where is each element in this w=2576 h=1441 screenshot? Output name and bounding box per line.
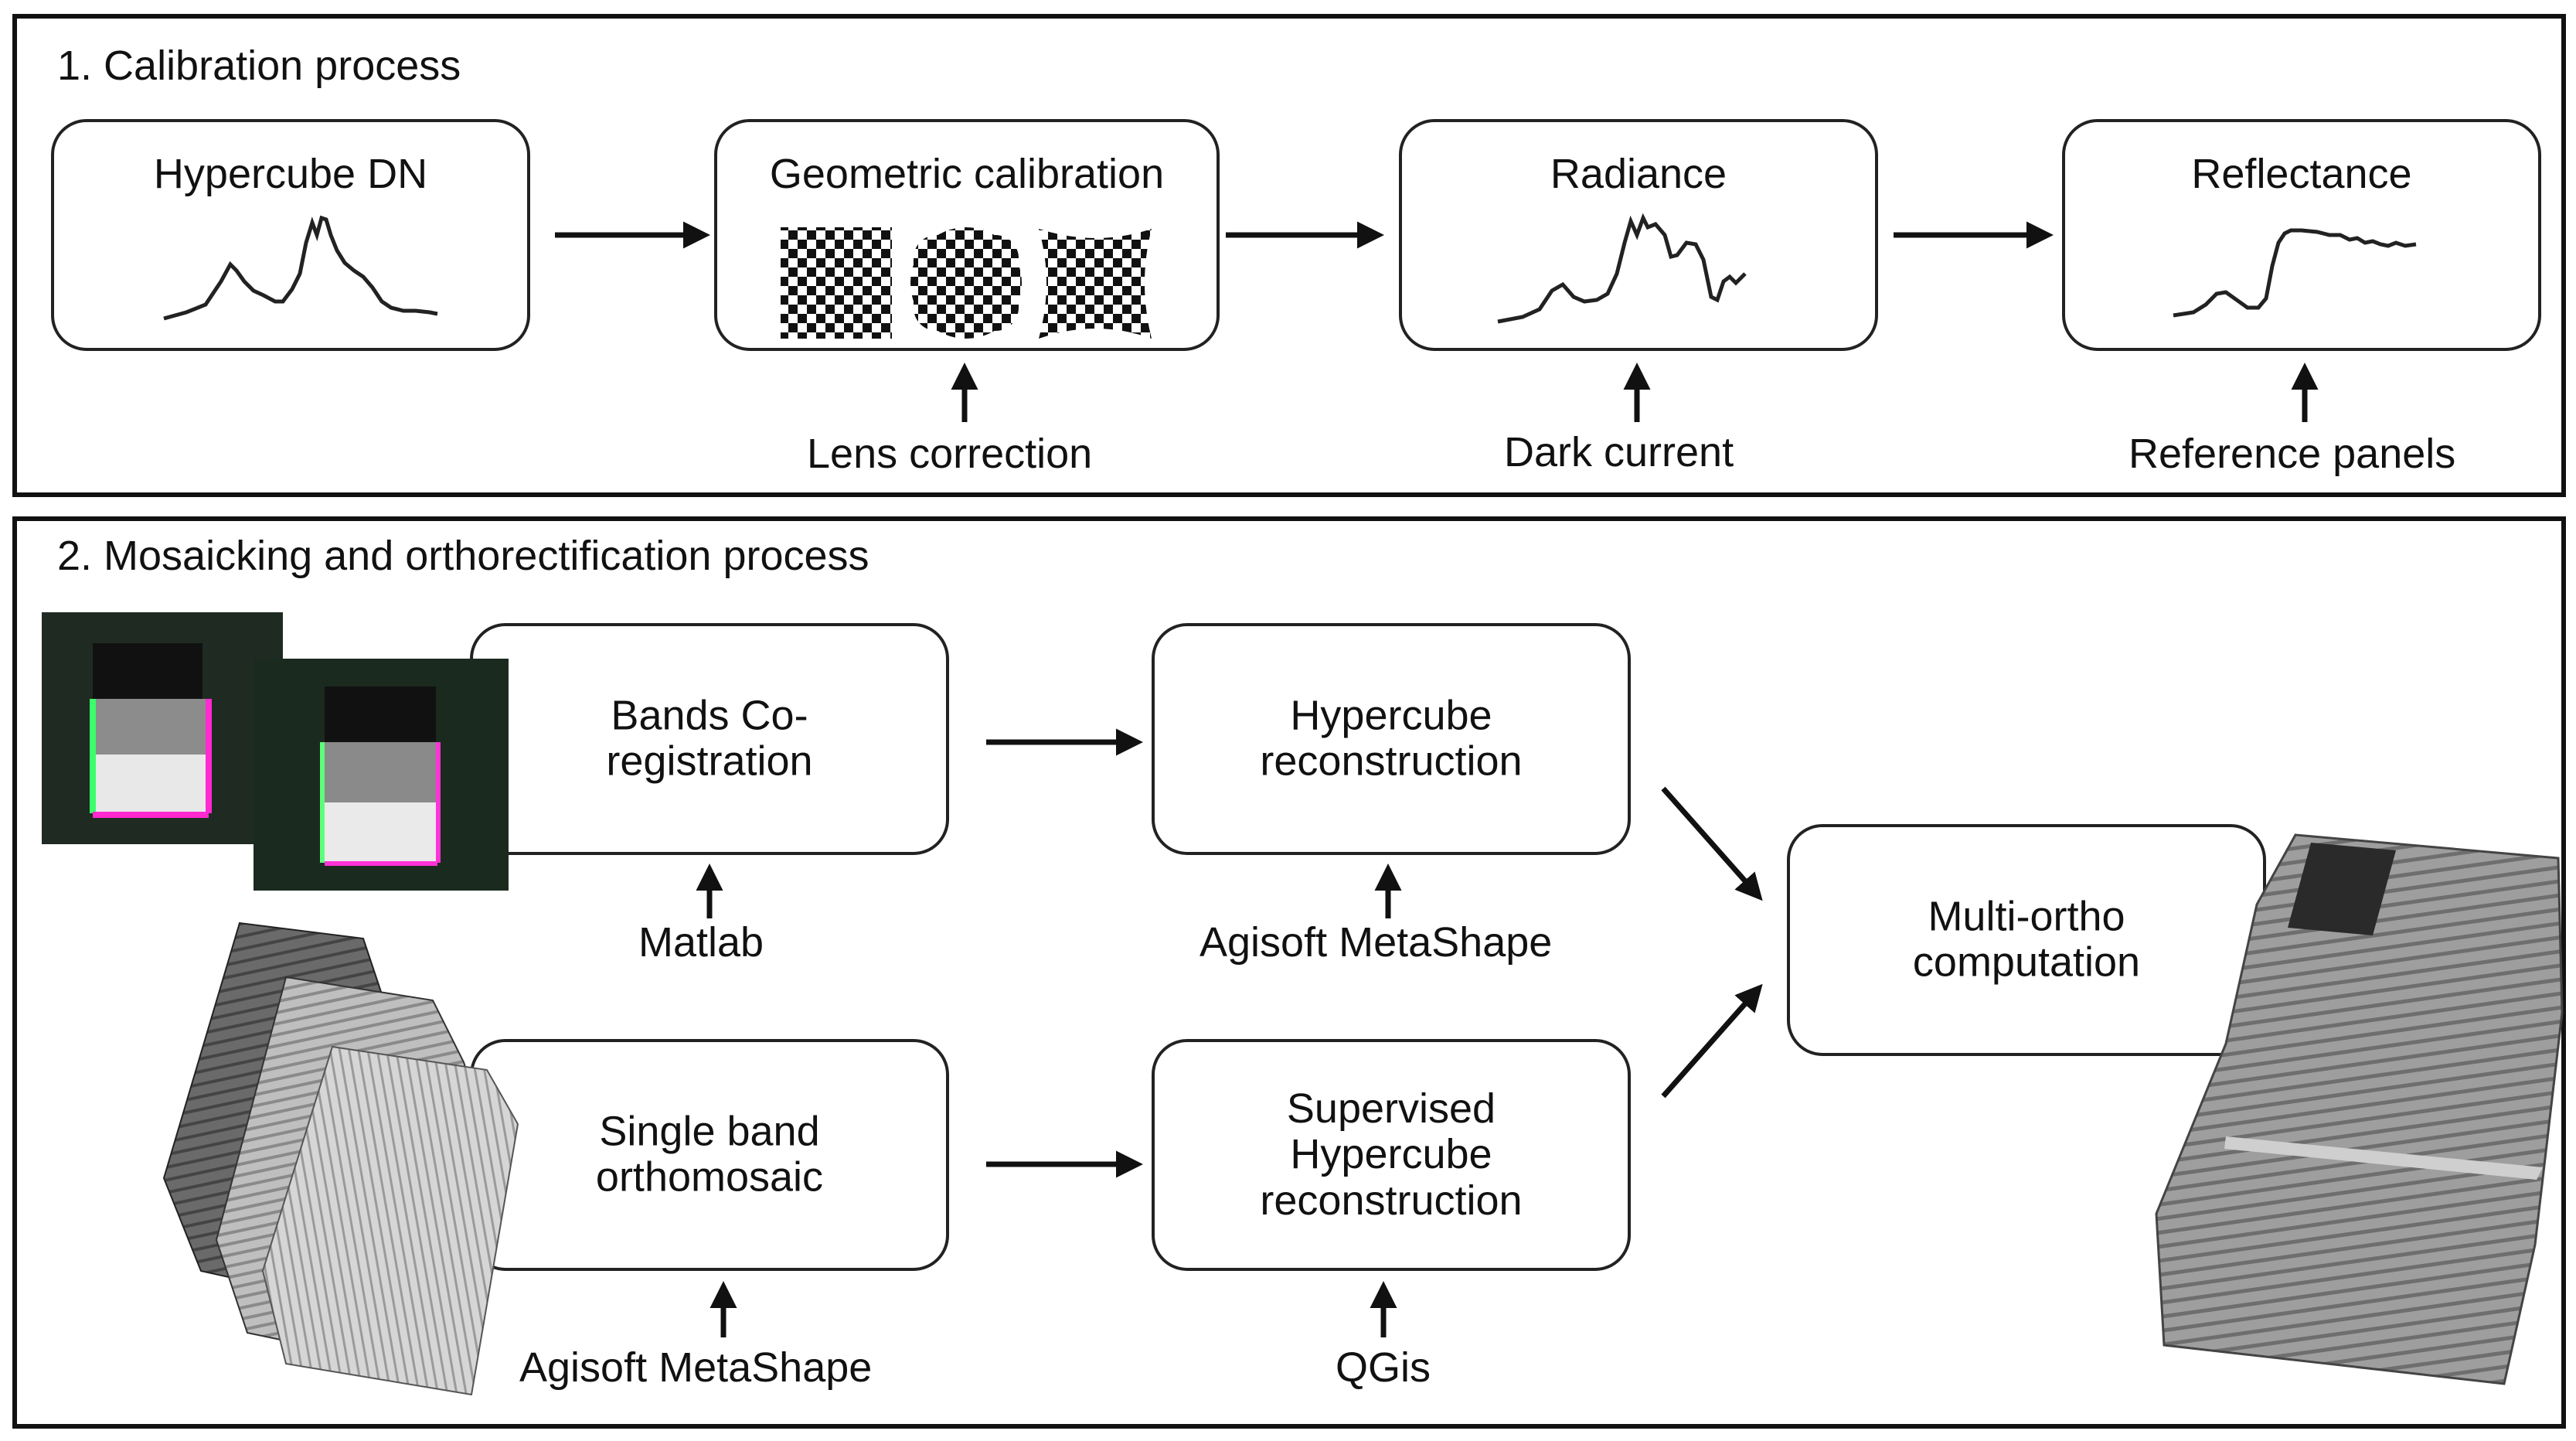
reflectance-box: Reflectance [2062,119,2541,351]
radiance-label: Radiance [1550,151,1727,197]
multi-ortho-box: Multi-ortho computation [1787,824,2266,1056]
radiance-spectrum-plot [1497,213,1747,324]
radiance-box: Radiance [1399,119,1878,351]
lens-correction-label: Lens correction [807,431,1093,477]
multi-ortho-result-image [2155,833,2564,1385]
dark-current-label: Dark current [1504,429,1734,475]
hypercube-reconstruction-label: Hypercube reconstruction [1260,692,1523,785]
metashape-bottom-label: Agisoft MetaShape [519,1344,873,1391]
reflectance-spectrum-plot [2173,228,2417,318]
target-image-back [42,612,283,844]
dn-spectrum-plot [163,215,438,321]
single-band-orthomosaic-label: Single band orthomosaic [595,1108,824,1201]
single-band-orthomosaic-box: Single band orthomosaic [470,1039,949,1271]
reflectance-label: Reflectance [2191,151,2412,197]
target-image-front [254,659,509,891]
checkerboard-patterns [781,227,1152,339]
bands-coregistration-box: Bands Co- registration [470,623,949,855]
metashape-top-label: Agisoft MetaShape [1200,919,1553,966]
geometric-calibration-label: Geometric calibration [769,151,1165,197]
orthomosaic-stack-image [162,921,519,1396]
calibration-title: 1. Calibration process [57,43,461,89]
bands-coregistration-label: Bands Co- registration [606,692,813,785]
hypercube-dn-box: Hypercube DN [51,119,530,351]
multi-ortho-label: Multi-ortho computation [1912,893,2141,986]
hypercube-dn-label: Hypercube DN [153,151,428,197]
supervised-hypercube-box: Supervised Hypercube reconstruction [1152,1039,1631,1271]
matlab-label: Matlab [638,919,764,966]
qgis-label: QGis [1336,1344,1431,1391]
geometric-calibration-box: Geometric calibration [714,119,1220,351]
supervised-hypercube-label: Supervised Hypercube reconstruction [1260,1085,1523,1224]
hypercube-reconstruction-box: Hypercube reconstruction [1152,623,1631,855]
mosaicking-title: 2. Mosaicking and orthorectification pro… [57,533,869,579]
reference-panels-label: Reference panels [2129,431,2456,477]
